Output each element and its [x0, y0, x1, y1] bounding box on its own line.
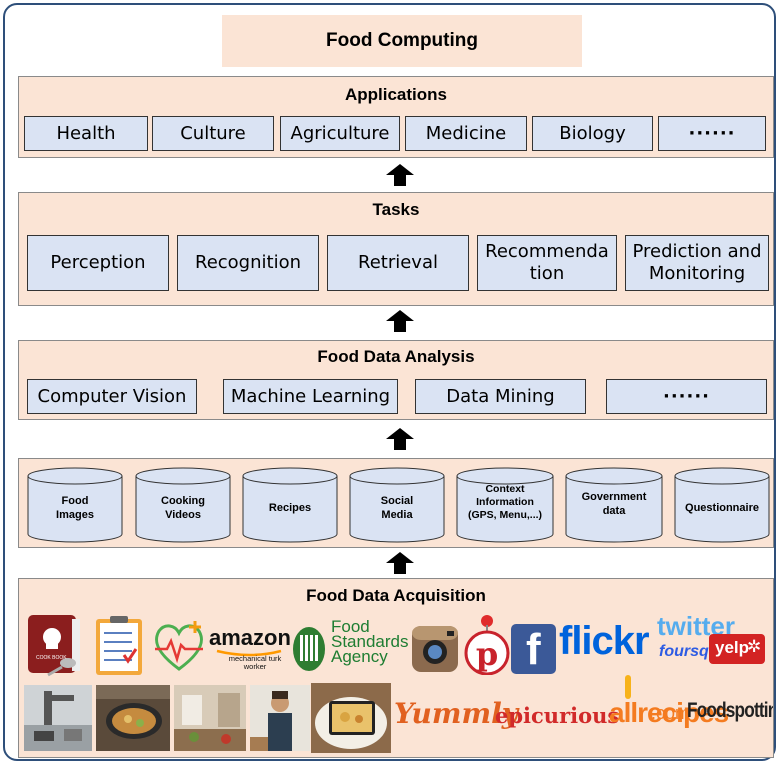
facebook-icon: f	[511, 624, 556, 674]
cooking-pan-photo	[96, 685, 170, 751]
app-medicine: Medicine	[405, 116, 527, 151]
tasks-title: Tasks	[372, 200, 420, 219]
allrecipes-logo: allrecipes	[609, 697, 729, 728]
analysis-data-mining: Data Mining	[415, 379, 586, 414]
kitchen-robot-photo	[24, 685, 92, 751]
source-questionnaire: Questionnaire	[674, 467, 770, 543]
acquisition-title: Food Data Acquisition	[306, 586, 486, 605]
amazon-mturk-logo: amazon mechanical turk worker	[209, 625, 291, 671]
analysis-machine-learning: Machine Learning	[223, 379, 398, 414]
foodspotting-logo: Foodspotting	[687, 699, 773, 722]
up-arrow-icon	[386, 310, 414, 332]
acquisition-layer: Food Data Acquisition COOK BOOK amazon	[18, 578, 774, 758]
analysis-more: ······	[606, 379, 767, 414]
applications-title: Applications	[344, 85, 447, 104]
health-heart-icon	[155, 621, 203, 671]
source-recipes: Recipes	[242, 467, 338, 543]
analysis-layer: Food Data Analysis Computer Vision Machi…	[18, 340, 774, 420]
epicurious-logo: epicurious	[495, 703, 620, 728]
task-recommendation: Recommenda tion	[477, 235, 617, 291]
cookbook-icon: COOK BOOK	[24, 613, 86, 677]
pinterest-icon: p	[464, 615, 510, 675]
person-cooking-photo	[250, 685, 310, 751]
instagram-icon	[412, 626, 458, 672]
app-more: ······	[658, 116, 766, 151]
allrecipes-spoon-icon	[625, 675, 631, 699]
page-title: Food Computing	[222, 15, 582, 67]
task-recognition: Recognition	[177, 235, 319, 291]
food-phone-photo	[311, 683, 391, 753]
svg-text:p: p	[476, 635, 498, 673]
flickr-logo: flickr	[559, 619, 650, 663]
app-agriculture: Agriculture	[280, 116, 400, 151]
up-arrow-icon	[386, 552, 414, 574]
app-biology: Biology	[532, 116, 653, 151]
applications-layer: Applications Health Culture Agriculture …	[18, 76, 774, 158]
up-arrow-icon	[386, 164, 414, 186]
analysis-title: Food Data Analysis	[317, 347, 475, 366]
app-health: Health	[24, 116, 148, 151]
analysis-computer-vision: Computer Vision	[27, 379, 197, 414]
food-standards-agency-logo: Food Standards Agency	[291, 618, 411, 679]
yummly-logo: Yummly	[394, 697, 519, 730]
task-retrieval: Retrieval	[327, 235, 469, 291]
task-prediction-monitoring: Prediction and Monitoring	[625, 235, 769, 291]
tasks-layer: Tasks Perception Recognition Retrieval R…	[18, 192, 774, 306]
clipboard-icon	[96, 616, 142, 675]
yelp-logo: yelp ✲	[709, 634, 765, 664]
kitchen-photo	[174, 685, 246, 751]
task-perception: Perception	[27, 235, 169, 291]
outer-frame	[3, 3, 776, 761]
app-culture: Culture	[152, 116, 274, 151]
up-arrow-icon	[386, 428, 414, 450]
allrecipes-dotcom: .com	[651, 703, 691, 723]
